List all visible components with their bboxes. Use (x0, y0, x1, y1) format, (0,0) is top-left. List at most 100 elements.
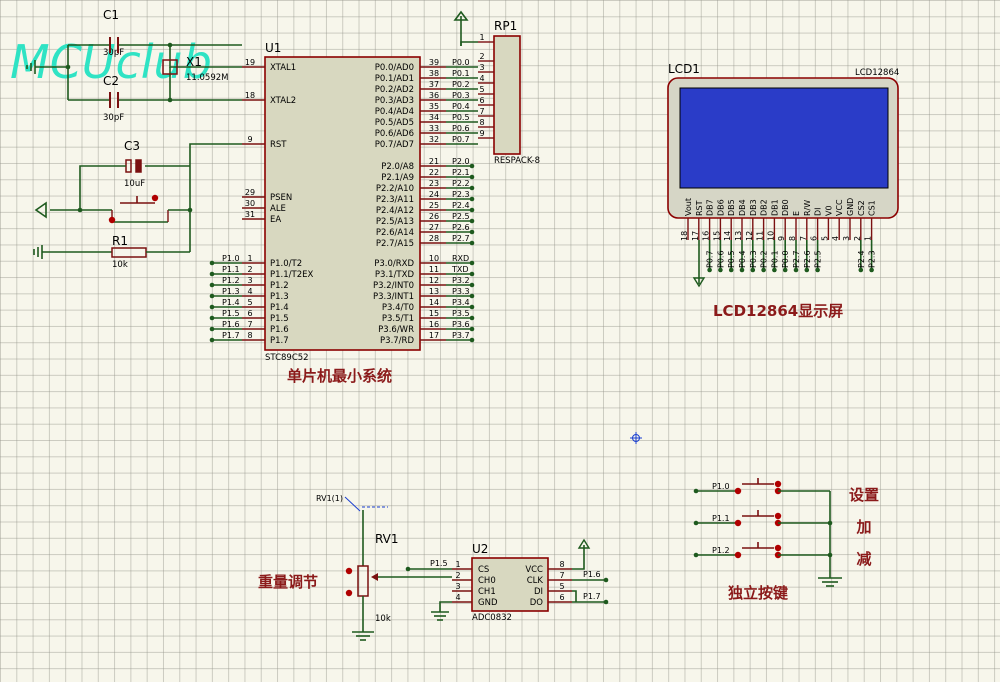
port-net-label: P2.2 (452, 179, 470, 188)
lcd-pin-number: 11 (756, 231, 765, 241)
lcd-pin-number: 6 (810, 236, 819, 241)
net-end-dot (603, 599, 609, 605)
junction-dot (827, 552, 833, 558)
x1-ref: X1 (186, 55, 202, 69)
mcu-pin-number: 13 (429, 287, 439, 296)
mcu-body[interactable] (264, 56, 421, 351)
mcu-pin-name: P3.5/T1 (382, 314, 414, 324)
adc-pin-name: CLK (527, 576, 544, 586)
lcd-net-label: P2.4 (857, 250, 866, 268)
p1-net-label: P1.3 (222, 287, 240, 296)
mcu-pin-name: P3.1/TXD (375, 270, 415, 280)
pin-end-dot (774, 544, 782, 552)
c3-plate (125, 159, 132, 173)
probe-label: RV1(1) (316, 494, 343, 503)
net-end-dot (728, 267, 734, 273)
port-net-label: P2.1 (452, 168, 470, 177)
lcd-net-label: P0.0 (781, 250, 790, 268)
mcu-pin-number: 39 (429, 58, 439, 67)
mcu-pin-name: P0.1/AD1 (375, 74, 414, 84)
net-end-dot (469, 293, 475, 299)
mcu-pin-number: 5 (247, 298, 252, 307)
mcu-pin-name: P1.6 (270, 325, 289, 335)
mcu-pin-number: 6 (247, 309, 252, 318)
adc-ref: U2 (472, 542, 488, 556)
adc-pin-number: 6 (559, 593, 564, 602)
button-net-label: P1.1 (712, 514, 730, 523)
arrow-icon (692, 277, 706, 288)
mcu-pin-number: 15 (429, 309, 439, 318)
lcd-pin-name: DB4 (738, 199, 747, 216)
mcu-pin-number: 10 (429, 254, 439, 263)
mcu-pin-name: P1.7 (270, 336, 289, 346)
mcu-pin-number: 27 (429, 223, 439, 232)
rp1-pin-number: 6 (479, 96, 484, 105)
c2-ref: C2 (103, 74, 119, 88)
net-end-dot (693, 552, 699, 558)
port-net-label: P3.4 (452, 298, 470, 307)
mcu-pin-name: P3.2/INT0 (373, 281, 414, 291)
lcd-net-label: P0.2 (760, 250, 769, 268)
rp1-pin-number: 9 (479, 129, 484, 138)
mcu-pin-name: P3.4/T0 (382, 303, 414, 313)
pin-end-dot (345, 567, 353, 575)
rv1-value: 10k (375, 614, 391, 624)
lcd-pin-name: DB1 (770, 199, 779, 216)
junction-dot (187, 207, 193, 213)
rv1-potentiometer[interactable] (357, 565, 369, 597)
pin-end-dot (774, 512, 782, 520)
adc-di-wire (572, 590, 577, 602)
r1-resistor[interactable] (111, 247, 147, 258)
lcd-pin-number: 2 (853, 236, 862, 241)
junction-dot (77, 207, 83, 213)
junction-dot (167, 42, 173, 48)
mcu-pin-name: P3.6/WR (378, 325, 414, 335)
net-end-dot (693, 520, 699, 526)
rv1-ref: RV1 (375, 532, 399, 546)
adc-pin-number: 2 (455, 571, 460, 580)
mcu-pin-number: 4 (247, 287, 252, 296)
adc-pin-number: 3 (455, 582, 460, 591)
mcu-pin-number: 30 (245, 199, 255, 208)
mcu-ref: U1 (265, 41, 281, 55)
c3-value: 10uF (124, 179, 145, 189)
lcd-pin-name: DB7 (706, 199, 715, 216)
button-function-label: 加 (855, 518, 871, 536)
net-end-dot (469, 337, 475, 343)
net-end-dot (209, 315, 215, 321)
p1-net-label: P1.2 (222, 276, 240, 285)
lcd-pin-name: DI (814, 207, 823, 216)
net-end-dot (469, 304, 475, 310)
net-end-dot (750, 267, 756, 273)
lcd-screen (679, 87, 889, 189)
port-net-label: P0.1 (452, 69, 470, 78)
mcu-pin-name: P3.7/RD (380, 336, 414, 346)
port-net-label: P3.6 (452, 320, 470, 329)
mcu-pin-number: 14 (429, 298, 439, 307)
mcu-pin-number: 11 (429, 265, 439, 274)
adc-body[interactable] (471, 557, 549, 612)
mcu-pin-name: P2.6/A14 (376, 228, 414, 238)
mcu-pin-number: 37 (429, 80, 439, 89)
p1-net-label: P1.6 (222, 320, 240, 329)
mcu-pin-number: 19 (245, 58, 255, 67)
port-net-label: TXD (451, 265, 469, 274)
junction-dot (65, 64, 71, 70)
mcu-pin-number: 29 (245, 188, 255, 197)
rp1-ref: RP1 (494, 19, 517, 33)
lcd-pin-number: 13 (734, 231, 743, 241)
adc-pin-name: CH1 (478, 587, 496, 597)
c2-value: 30pF (103, 113, 124, 123)
mcu-pin-name: RST (270, 140, 287, 150)
net-end-dot (469, 207, 475, 213)
adc-pin-number: 7 (559, 571, 564, 580)
mcu-pin-name: P2.5/A13 (376, 217, 414, 227)
rp1-body[interactable] (493, 35, 521, 155)
rp1-part: RESPACK-8 (494, 156, 540, 166)
p1-net-label: P1.1 (222, 265, 240, 274)
mcu-pin-name: P2.1/A9 (381, 173, 414, 183)
mcu-pin-number: 32 (429, 135, 439, 144)
r1-value: 10k (112, 260, 128, 270)
port-net-label: RXD (452, 254, 469, 263)
